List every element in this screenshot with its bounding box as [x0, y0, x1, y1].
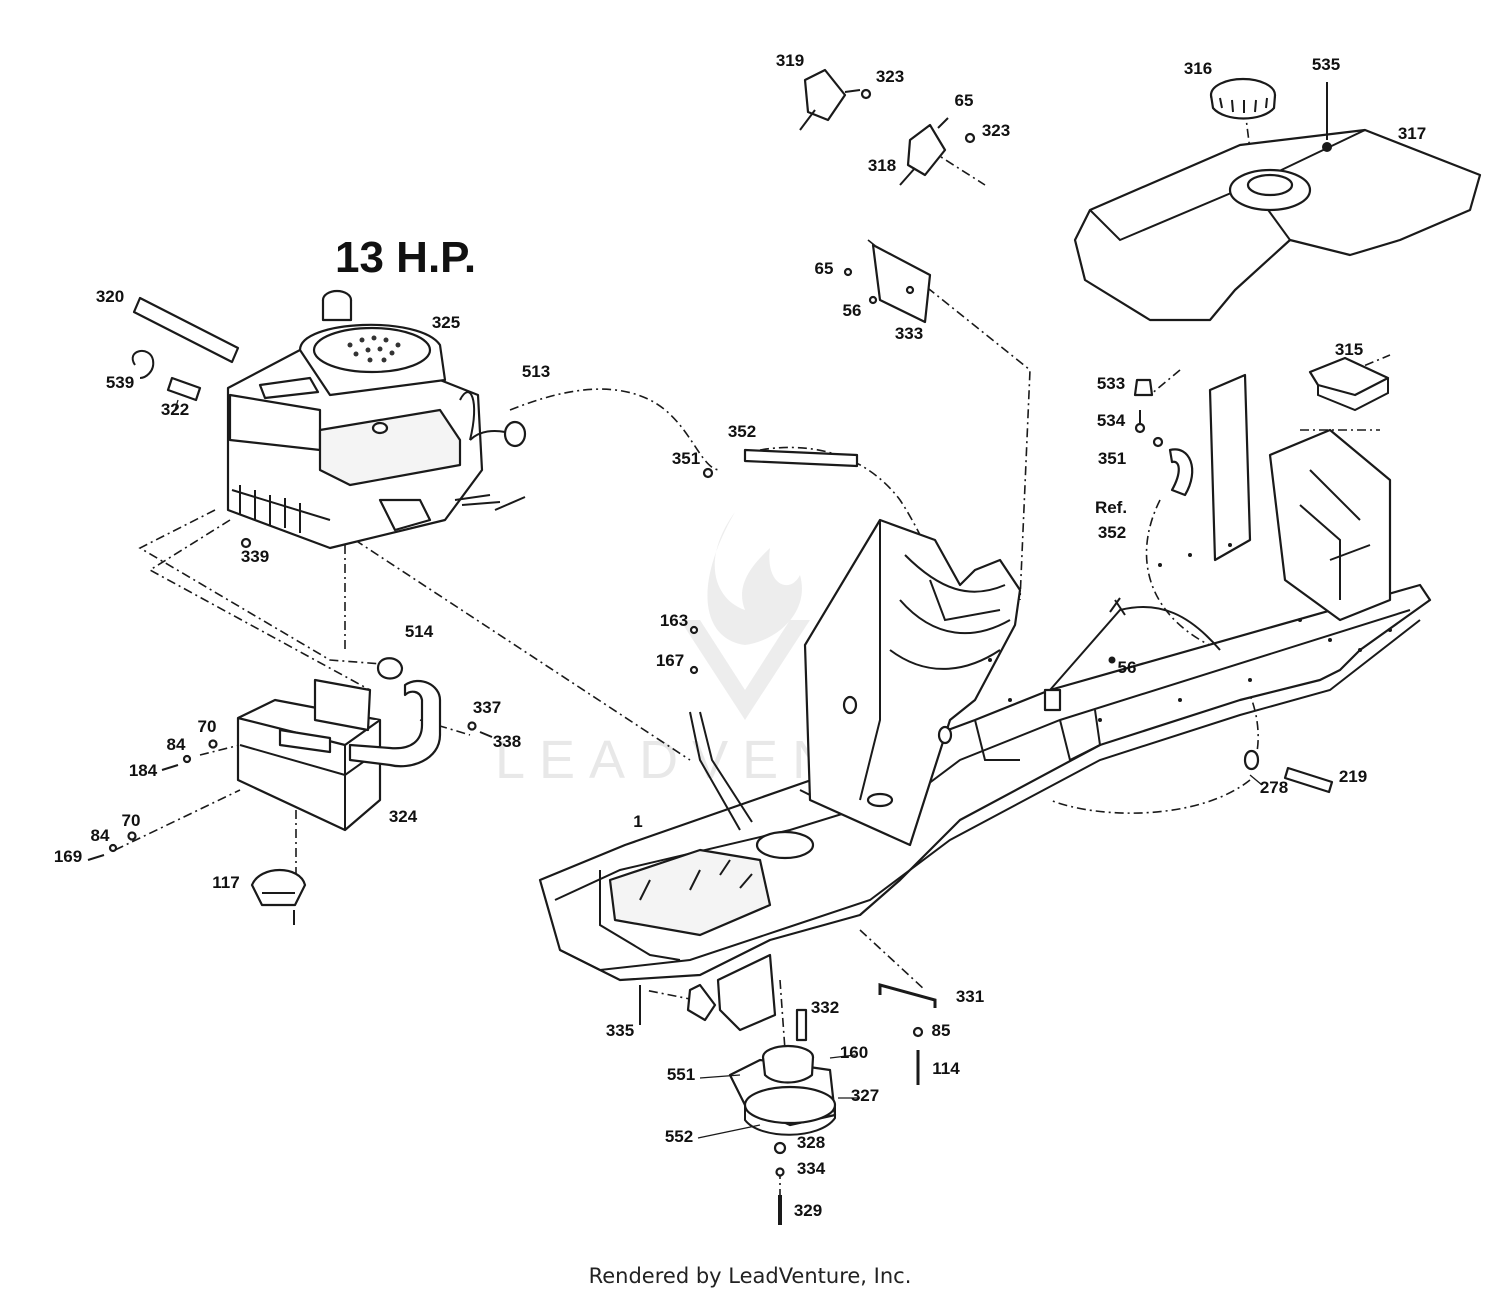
part-219-pin [1283, 766, 1334, 794]
callout-ref: Ref. [1095, 498, 1127, 517]
callout-84b: 84 [91, 826, 110, 845]
pto-clutch-327 [728, 1044, 837, 1136]
callout-337: 337 [473, 698, 501, 717]
callout-323a: 323 [876, 67, 904, 86]
part-318-bracket [899, 117, 976, 186]
callout-324: 324 [389, 807, 418, 826]
callout-117: 117 [212, 873, 239, 892]
callout-351b: 351 [1098, 449, 1126, 468]
exhaust-pipe [348, 679, 442, 768]
callout-332: 332 [811, 998, 839, 1017]
callout-334: 334 [797, 1159, 826, 1178]
callout-352a: 352 [728, 422, 756, 441]
callout-327: 327 [851, 1086, 879, 1105]
callout-169: 169 [54, 847, 82, 866]
part-539-clip [131, 350, 155, 379]
callout-539: 539 [106, 373, 134, 392]
part-332-key [795, 1008, 808, 1042]
callout-317: 317 [1398, 124, 1426, 143]
callout-331: 331 [956, 987, 984, 1006]
callout-160: 160 [840, 1043, 868, 1062]
callout-351a: 351 [672, 449, 700, 468]
engine-13hp [226, 289, 526, 550]
part-339 [240, 537, 252, 549]
callout-514: 514 [405, 622, 434, 641]
pedal-arm [689, 711, 753, 831]
callout-167: 167 [656, 651, 684, 670]
callout-533: 533 [1097, 374, 1125, 393]
callout-219: 219 [1339, 767, 1367, 786]
callout-84a: 84 [167, 735, 186, 754]
assembly-lines [114, 109, 1391, 1195]
callout-333: 333 [895, 324, 923, 343]
callout-318: 318 [868, 156, 896, 175]
part-352-fuel-line [743, 448, 859, 468]
callout-534: 534 [1097, 411, 1126, 430]
callout-85: 85 [932, 1021, 951, 1040]
callout-70b: 70 [122, 811, 141, 830]
callout-65a: 65 [955, 91, 974, 110]
callout-316: 316 [1184, 59, 1212, 78]
callout-163: 163 [660, 611, 688, 630]
callout-328: 328 [797, 1133, 825, 1152]
part-514-gasket [376, 657, 404, 680]
part-513-grommet [469, 420, 527, 448]
fuel-tank-317 [1073, 128, 1482, 322]
leader-lines [174, 399, 1263, 1139]
part-322-fitting [166, 376, 202, 402]
diagram-title: 13 H.P. [335, 233, 476, 282]
part-333-plate [843, 243, 932, 324]
muffler-324 [236, 678, 382, 832]
callout-323b: 323 [982, 121, 1010, 140]
callout-339: 339 [241, 547, 269, 566]
callout-335: 335 [606, 1021, 634, 1040]
callout-184: 184 [129, 761, 158, 780]
callout-352b: 352 [1098, 523, 1126, 542]
part-331-pin [878, 983, 937, 1008]
callout-319: 319 [776, 51, 804, 70]
part-315-block [1308, 356, 1390, 412]
callout-65b: 65 [815, 259, 834, 278]
callout-552: 552 [665, 1127, 693, 1146]
callout-1: 1 [633, 812, 642, 831]
footer-credit: Rendered by LeadVenture, Inc. [589, 1264, 912, 1288]
callout-56b: 56 [1118, 658, 1137, 677]
callout-338: 338 [493, 732, 521, 751]
part-533-bushing [1133, 378, 1154, 397]
part-319-bracket [799, 68, 872, 131]
part-316-cap [1209, 77, 1277, 120]
callout-551: 551 [667, 1065, 695, 1084]
callout-322: 322 [161, 400, 189, 419]
callout-56a: 56 [843, 301, 862, 320]
callout-513: 513 [522, 362, 550, 381]
part-278-bushing [1243, 749, 1260, 771]
part-117-deflector [250, 868, 307, 925]
callout-70a: 70 [198, 717, 217, 736]
callout-114: 114 [932, 1059, 960, 1078]
callout-278: 278 [1260, 778, 1288, 797]
part-352-ref-hose [1168, 448, 1194, 497]
callout-325: 325 [432, 313, 460, 332]
callout-535: 535 [1312, 55, 1340, 74]
callout-329: 329 [794, 1201, 822, 1220]
callout-320: 320 [96, 287, 124, 306]
callout-labels: 319 323 65 323 318 65 56 333 316 535 317 315 533 534 3… [54, 51, 1426, 1220]
chassis-frame-1 [538, 373, 1432, 1032]
part-320-tube [132, 296, 240, 364]
callout-315: 315 [1335, 340, 1363, 359]
